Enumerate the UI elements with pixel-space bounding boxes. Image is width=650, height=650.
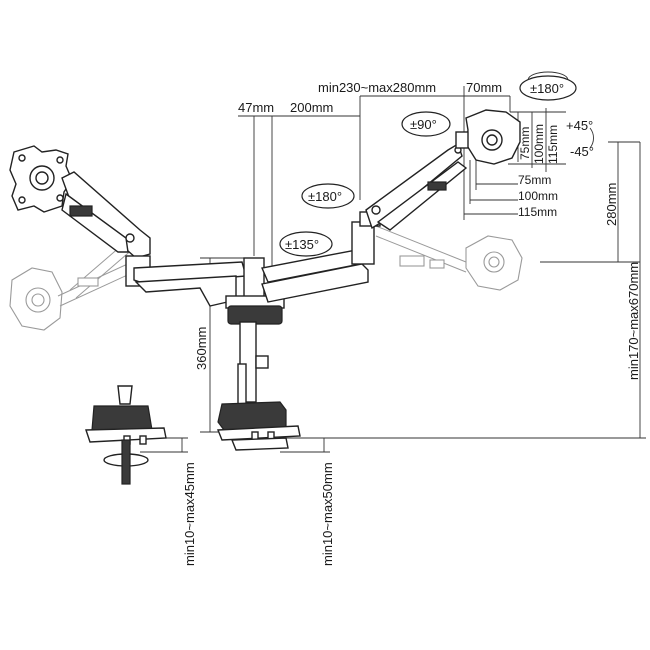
right-vesa-plate [455, 109, 521, 165]
label-arm-reach: min230~max280mm [318, 80, 436, 95]
label-height-280: 280mm [604, 183, 619, 226]
label-height-47: 47mm [238, 100, 274, 115]
rotation-badge-180-mid [301, 183, 355, 209]
label-vesa-horizontal-115: 115mm [518, 205, 557, 219]
rotation-badge-90 [401, 111, 451, 137]
label-swivel-180-mid: ±180° [308, 189, 342, 204]
right-swing-arm [261, 211, 381, 303]
right-gas-spring-arm [365, 142, 468, 231]
label-vesa-horizontal-75: 75mm [518, 173, 551, 187]
label-vesa-vertical-75: 75mm [518, 127, 532, 160]
label-vesa-horizontal-100: 100mm [518, 189, 558, 203]
label-width-200: 200mm [290, 100, 333, 115]
desk-clamp-base [216, 401, 301, 451]
label-offset-70: 70mm [466, 80, 502, 95]
ghost-left-monitor-position [9, 239, 135, 331]
grommet-mount [85, 385, 167, 485]
label-swivel-135: ±135° [285, 237, 319, 252]
left-gas-spring-arm [61, 171, 151, 287]
ghost-right-monitor-position [375, 225, 523, 291]
left-vesa-plate [9, 145, 73, 213]
left-swing-arm [133, 261, 247, 307]
tilt-arrow-icon [589, 127, 594, 149]
label-desk-clamp: min10~max50mm [320, 462, 335, 566]
label-rotate-180-top: ±180° [530, 81, 564, 96]
rotate-arrow-icon [527, 71, 569, 81]
label-tilt-plus-45: +45° [566, 118, 593, 133]
label-vesa-vertical-115: 115mm [546, 125, 560, 164]
center-pole [225, 257, 285, 405]
rotation-badge-135 [279, 231, 333, 257]
label-rotate-90: ±90° [410, 117, 437, 132]
label-grommet-clamp: min10~max45mm [182, 462, 197, 566]
label-pole-360: 360mm [194, 327, 209, 370]
label-total-height: min170~max670mm [626, 262, 641, 380]
label-tilt-minus-45: -45° [570, 144, 594, 159]
label-vesa-vertical-100: 100mm [532, 124, 546, 164]
dimension-lines [140, 86, 646, 453]
rotation-badge-top-right [519, 75, 577, 101]
